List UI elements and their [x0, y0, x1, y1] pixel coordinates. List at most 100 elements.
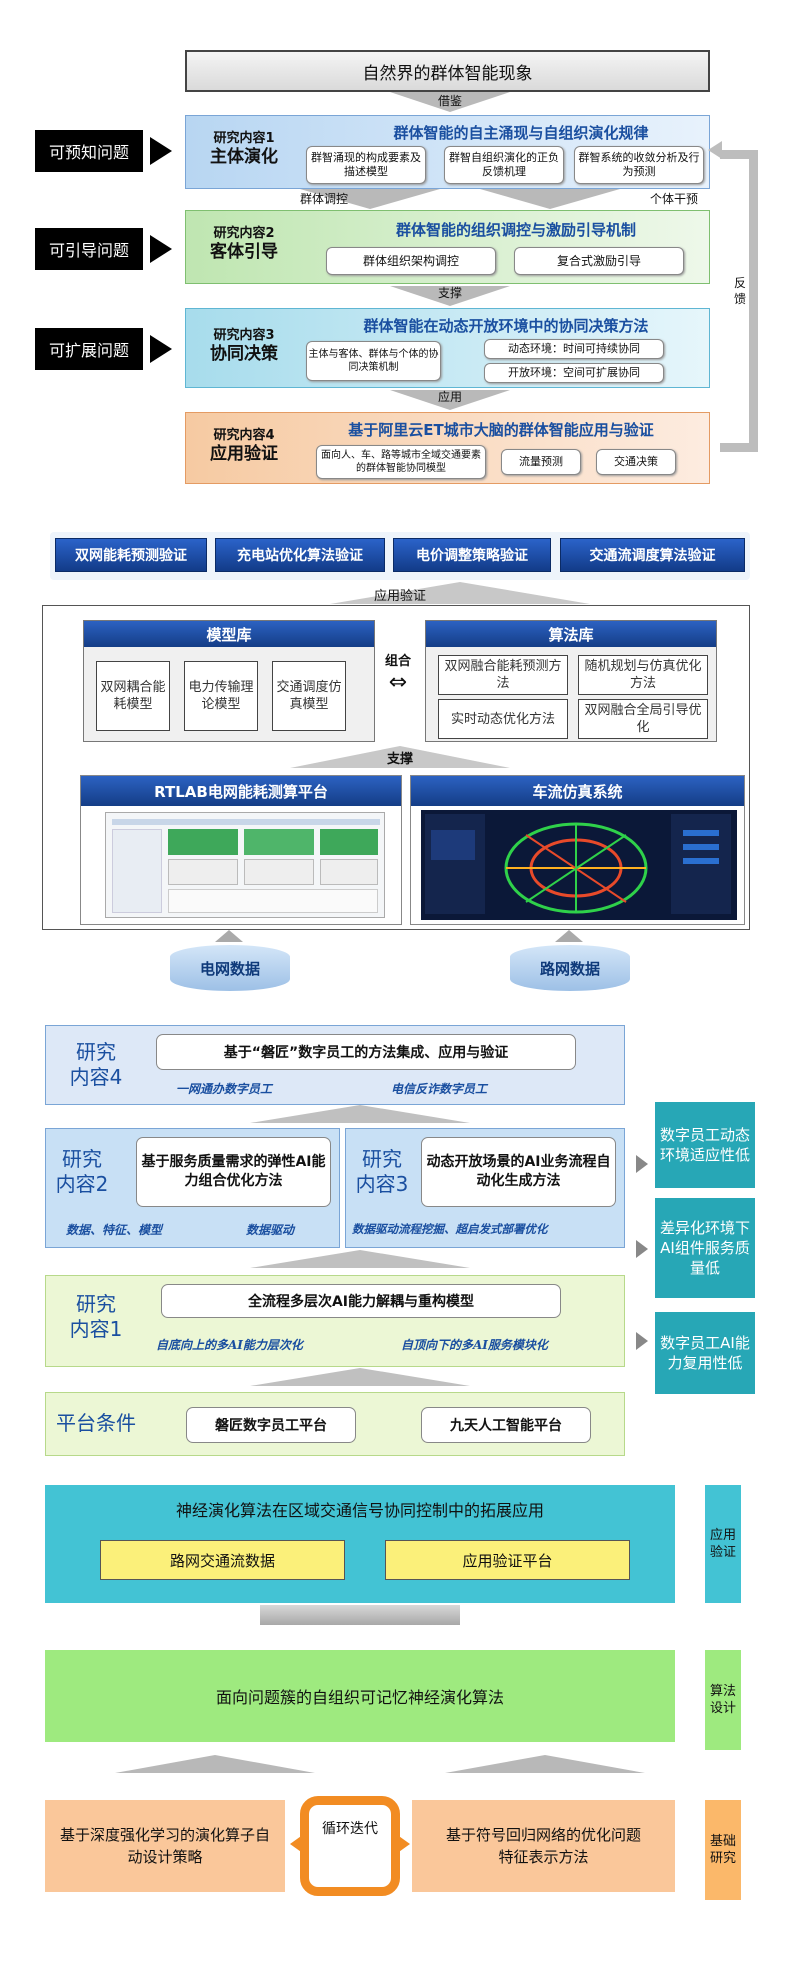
p3-r3-label-a: 研究 — [362, 1147, 402, 1171]
loop-iteration-icon — [300, 1796, 400, 1896]
algorithm-library-title: 算法库 — [426, 621, 716, 647]
research-1-box-2: 群智自组织演化的正负反馈机理 — [444, 146, 564, 184]
support-label-2: 支撑 — [386, 752, 413, 767]
p3-r4-title: 基于“磐匠”数字员工的方法集成、应用与验证 — [156, 1034, 576, 1070]
p3-platform-item-2: 九天人工智能平台 — [421, 1407, 591, 1443]
apply-label: 应用 — [437, 390, 462, 404]
algorithm-library: 算法库 双网融合能耗预测方法 随机规划与仿真优化方法 实时动态优化方法 双网融合… — [425, 620, 717, 742]
down-arrow-icon — [390, 286, 510, 306]
p3-r1-title: 全流程多层次AI能力解耦与重构模型 — [161, 1284, 561, 1318]
p3-r4-label-b: 内容4 — [69, 1065, 123, 1089]
research-2-tag: 研究内容2 客体引导 — [194, 225, 294, 261]
road-data-database: 路网数据 — [510, 945, 630, 991]
arrow-right-icon — [150, 235, 172, 263]
issue-adaptability: 数字员工动态环境适应性低 — [655, 1102, 755, 1188]
up-arrow-icon — [445, 1755, 645, 1773]
rtlab-platform: RTLAB电网能耗测算平台 — [80, 775, 402, 925]
research-2-tag-number: 研究内容2 — [213, 226, 275, 241]
up-arrow-icon — [250, 1250, 470, 1268]
verification-electricity-price: 电价调整策略验证 — [393, 538, 551, 572]
rtlab-screenshot — [105, 812, 385, 918]
feedback-label: 反馈 — [733, 276, 746, 306]
model-item-1: 双网耦合能耗模型 — [96, 661, 170, 731]
p4-algorithm-box: 面向问题簇的自组织可记忆神经演化算法 — [45, 1650, 675, 1742]
algo-item-3: 实时动态优化方法 — [438, 699, 568, 739]
side-basic-research: 基础研究 — [705, 1800, 741, 1900]
p3-r2-title: 基于服务质量需求的弹性AI能力组合优化方法 — [136, 1137, 331, 1207]
algo-item-2: 随机规划与仿真优化方法 — [578, 655, 708, 695]
verification-traffic-flow: 交通流调度算法验证 — [560, 538, 745, 572]
research-content-2: 研究内容2 客体引导 群体智能的组织调控与激励引导机制 群体组织架构调控 复合式… — [185, 210, 710, 284]
research-3-tag-name: 协同决策 — [210, 344, 278, 364]
research-2-tag-name: 客体引导 — [210, 242, 278, 262]
feedback-arrow-icon — [708, 141, 722, 159]
p3-r2-label-a: 研究 — [62, 1147, 102, 1171]
down-arrow-icon — [480, 189, 620, 209]
grid-data-database: 电网数据 — [170, 945, 290, 991]
research-3-box-1: 主体与客体、群体与个体的协同决策机制 — [306, 341, 441, 381]
feedback-loop-bar — [720, 150, 758, 452]
group-control-label: 群体调控 — [300, 192, 349, 206]
model-item-3: 交通调度仿真模型 — [272, 661, 346, 731]
research-3-tag: 研究内容3 协同决策 — [194, 327, 294, 363]
down-arrow-icon — [300, 189, 440, 209]
p4-application-box: 神经演化算法在区域交通信号协同控制中的拓展应用 路网交通流数据 应用验证平台 — [45, 1485, 675, 1603]
p3-research-content-4: 研究 内容4 基于“磐匠”数字员工的方法集成、应用与验证 一网通办数字员工 电信… — [45, 1025, 625, 1105]
research-2-title: 群体智能的组织调控与激励引导机制 — [395, 221, 636, 239]
up-arrow-icon — [115, 1755, 315, 1773]
question-extensible: 可扩展问题 — [35, 328, 143, 370]
research-3-box-2: 动态环境：时间可持续协同 — [484, 339, 664, 359]
research-4-box-3: 交通决策 — [596, 449, 676, 475]
arrow-right-icon — [150, 137, 172, 165]
p3-r2-sub-1: 数据、特征、模型 — [66, 1223, 163, 1237]
borrow-label: 借鉴 — [437, 93, 462, 108]
p4-road-traffic-data: 路网交通流数据 — [100, 1540, 345, 1580]
p4-verification-platform: 应用验证平台 — [385, 1540, 630, 1580]
p3-research-content-1: 研究 内容1 全流程多层次AI能力解耦与重构模型 自底向上的多AI能力层次化 自… — [45, 1275, 625, 1367]
research-2-box-2: 复合式激励引导 — [514, 247, 684, 275]
research-4-tag-number: 研究内容4 — [213, 428, 275, 443]
up-arrow-icon — [250, 1105, 470, 1123]
phenomenon-title: 自然界的群体智能现象 — [362, 63, 533, 84]
model-library: 模型库 双网耦合能耗模型 电力传输理论模型 交通调度仿真模型 — [83, 620, 375, 742]
p3-r1-label-b: 内容1 — [69, 1317, 123, 1341]
p3-r4-label-a: 研究 — [76, 1040, 116, 1064]
p3-r4-sub-1: 一网通办数字员工 — [176, 1082, 273, 1096]
research-3-box-3: 开放环境：空间可扩展协同 — [484, 363, 664, 383]
research-3-tag-number: 研究内容3 — [213, 328, 275, 343]
p4-application-title: 神经演化算法在区域交通信号协同控制中的拓展应用 — [175, 1501, 544, 1520]
p3-platform-label: 平台条件 — [56, 1411, 136, 1435]
research-1-box-3: 群智系统的收敛分析及行为预测 — [574, 146, 704, 184]
research-1-tag-number: 研究内容1 — [213, 131, 275, 146]
model-library-title: 模型库 — [84, 621, 374, 647]
p3-r4-label: 研究 内容4 — [56, 1040, 136, 1090]
application-verification-label: 应用验证 — [373, 588, 426, 604]
issue-service-quality: 差异化环境下AI组件服务质量低 — [655, 1198, 755, 1298]
p3-r2-label-b: 内容2 — [55, 1172, 109, 1196]
traffic-simulation-system: 车流仿真系统 — [410, 775, 745, 925]
issue-reusability: 数字员工AI能力复用性低 — [655, 1312, 755, 1394]
research-1-tag-name: 主体演化 — [210, 147, 278, 167]
side-application-verification: 应用验证 — [705, 1485, 741, 1603]
p3-r1-label: 研究 内容1 — [56, 1292, 136, 1342]
p3-r3-label: 研究 内容3 — [352, 1147, 412, 1197]
loop-arrow-right-icon — [396, 1834, 410, 1854]
model-item-2: 电力传输理论模型 — [184, 661, 258, 731]
p3-research-content-2: 研究 内容2 基于服务质量需求的弹性AI能力组合优化方法 数据、特征、模型 数据… — [45, 1128, 340, 1248]
research-content-3: 研究内容3 协同决策 群体智能在动态开放环境中的协同决策方法 主体与客体、群体与… — [185, 308, 710, 388]
p3-platform-item-1: 磐匠数字员工平台 — [186, 1407, 356, 1443]
combine-label: 组合 — [384, 654, 411, 669]
phenomenon-title-box: 自然界的群体智能现象 — [185, 50, 710, 92]
verification-charging-station: 充电站优化算法验证 — [215, 538, 385, 572]
p4-basic-right: 基于符号回归网络的优化问题特征表示方法 — [412, 1800, 675, 1892]
p3-platform-conditions: 平台条件 磐匠数字员工平台 九天人工智能平台 — [45, 1392, 625, 1456]
down-arrow-icon — [390, 390, 510, 410]
arrow-right-icon — [150, 335, 172, 363]
traffic-map-graphic — [425, 814, 731, 914]
research-4-title: 基于阿里云ET城市大脑的群体智能应用与验证 — [348, 421, 654, 439]
arrow-right-icon — [636, 1332, 648, 1350]
research-content-4: 研究内容4 应用验证 基于阿里云ET城市大脑的群体智能应用与验证 面向人、车、路… — [185, 412, 710, 484]
research-1-title: 群体智能的自主涌现与自组织演化规律 — [393, 124, 649, 142]
borrow-arrow — [390, 92, 510, 112]
p3-r4-sub-2: 电信反诈数字员工 — [391, 1082, 488, 1096]
